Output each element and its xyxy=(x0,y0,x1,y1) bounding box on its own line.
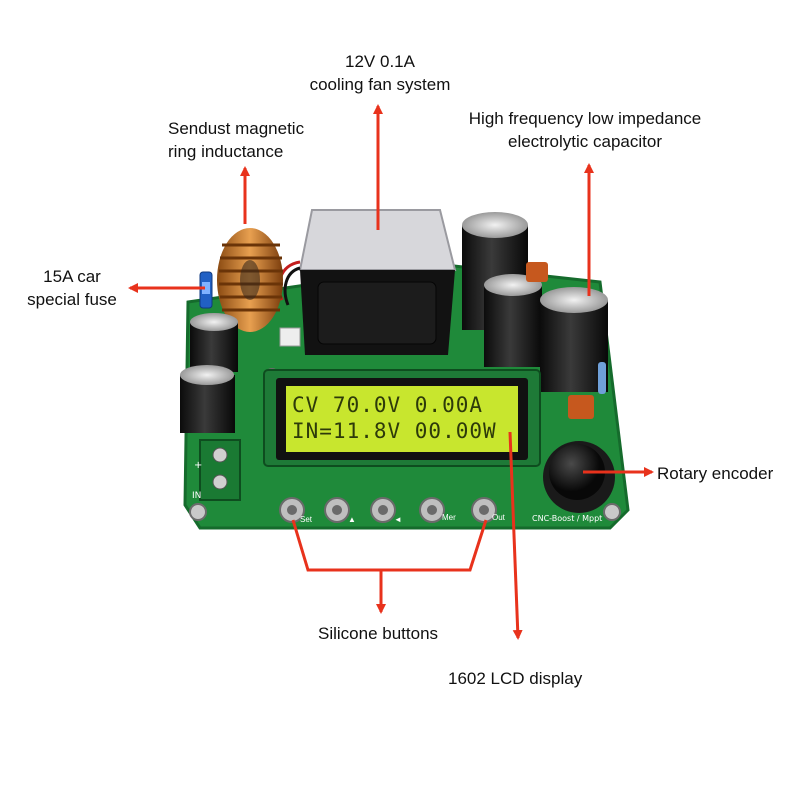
rotary-encoder[interactable]: CNC-Boost / Mppt xyxy=(532,441,615,523)
capacitor-label: High frequency low impedance electrolyti… xyxy=(440,107,730,153)
fuse xyxy=(199,271,213,309)
button-set[interactable]: Set xyxy=(279,497,313,524)
button-up-label: ▲ xyxy=(348,515,356,524)
encoder-label: Rotary encoder xyxy=(657,464,774,483)
button-set-label: Set xyxy=(300,515,313,524)
fuse-label-line1: 15A car xyxy=(43,267,101,286)
capacitor-label-line1: High frequency low impedance xyxy=(468,109,702,128)
button-out-label: Out xyxy=(492,513,506,522)
button-out[interactable]: Out xyxy=(471,497,506,523)
cooling-fan-label-line2: cooling fan system xyxy=(309,75,451,94)
lcd-row-1: CV 70.0V 0.00A xyxy=(292,393,483,417)
button-up[interactable]: ▲ xyxy=(324,497,356,524)
terminal-in-label: IN xyxy=(192,491,201,501)
button-left-label: ◄ xyxy=(394,515,402,524)
lcd-display: CV 70.0V 0.00A IN=11.8V 00.00W xyxy=(263,369,541,467)
buttons-label: Silicone buttons xyxy=(318,624,439,643)
inductor-coil xyxy=(217,228,283,332)
small-capacitors xyxy=(180,313,238,433)
silicone-buttons: Set ▲ ◄ Mer Out xyxy=(279,497,506,524)
button-left[interactable]: ◄ xyxy=(370,497,402,524)
arrow-lcd xyxy=(508,431,523,640)
button-mer[interactable]: Mer xyxy=(419,497,456,523)
cooling-fan xyxy=(277,209,457,355)
annotation-arrows xyxy=(128,104,654,640)
arrow-buttons-bracket xyxy=(291,519,488,572)
lcd-label: 1602 LCD display xyxy=(448,669,583,688)
fuse-label-line2: special fuse xyxy=(27,290,117,309)
inductor-label-line2: ring inductance xyxy=(168,142,284,161)
cooling-fan-label-line1: 12V 0.1A xyxy=(345,52,415,71)
capacitor-label-line2: electrolytic capacitor xyxy=(507,132,662,151)
terminal-plus-label: + xyxy=(194,460,202,471)
lcd-row-2: IN=11.8V 00.00W xyxy=(292,419,497,443)
cooling-fan-label: 12V 0.1A cooling fan system xyxy=(290,50,470,96)
inductor-label-line1: Sendust magnetic xyxy=(168,119,305,138)
electrolytic-capacitors xyxy=(462,212,608,419)
fuse-label: 15A car special fuse xyxy=(18,265,126,311)
inductor-label: Sendust magnetic ring inductance xyxy=(168,117,304,163)
board-model-text: CNC-Boost / Mppt xyxy=(532,514,602,523)
input-terminal: + IN xyxy=(192,439,241,501)
button-mer-label: Mer xyxy=(442,513,456,522)
